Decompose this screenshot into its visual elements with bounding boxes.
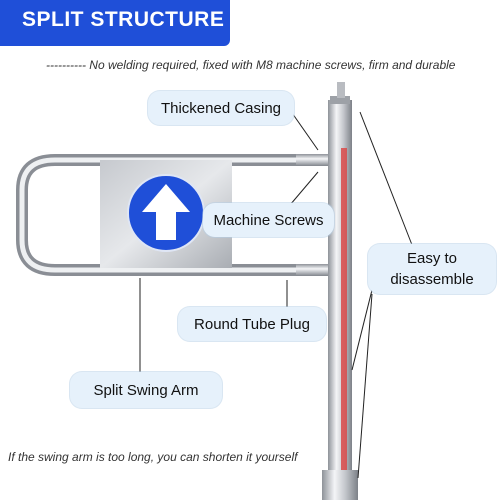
callout-split-swing-arm: Split Swing Arm [70, 372, 222, 408]
callout-thickened-casing: Thickened Casing [148, 91, 294, 125]
page-title: SPLIT STRUCTURE [22, 8, 225, 31]
leader-lines [139, 109, 415, 479]
subtitle: ---------- No welding required, fixed wi… [46, 58, 456, 72]
callout-easy-disassemble: Easy to disassemble [368, 244, 496, 294]
up-arrow-icon [127, 174, 205, 252]
title-banner: SPLIT STRUCTURE [0, 0, 230, 46]
swing-arm [16, 154, 300, 276]
upper-mount-tube [296, 154, 330, 166]
callout-machine-screws: Machine Screws [203, 203, 334, 237]
turnstile-post [322, 82, 358, 500]
callout-round-tube-plug: Round Tube Plug [178, 307, 326, 341]
lower-mount-tube [296, 264, 330, 276]
footer-note: If the swing arm is too long, you can sh… [8, 450, 298, 464]
